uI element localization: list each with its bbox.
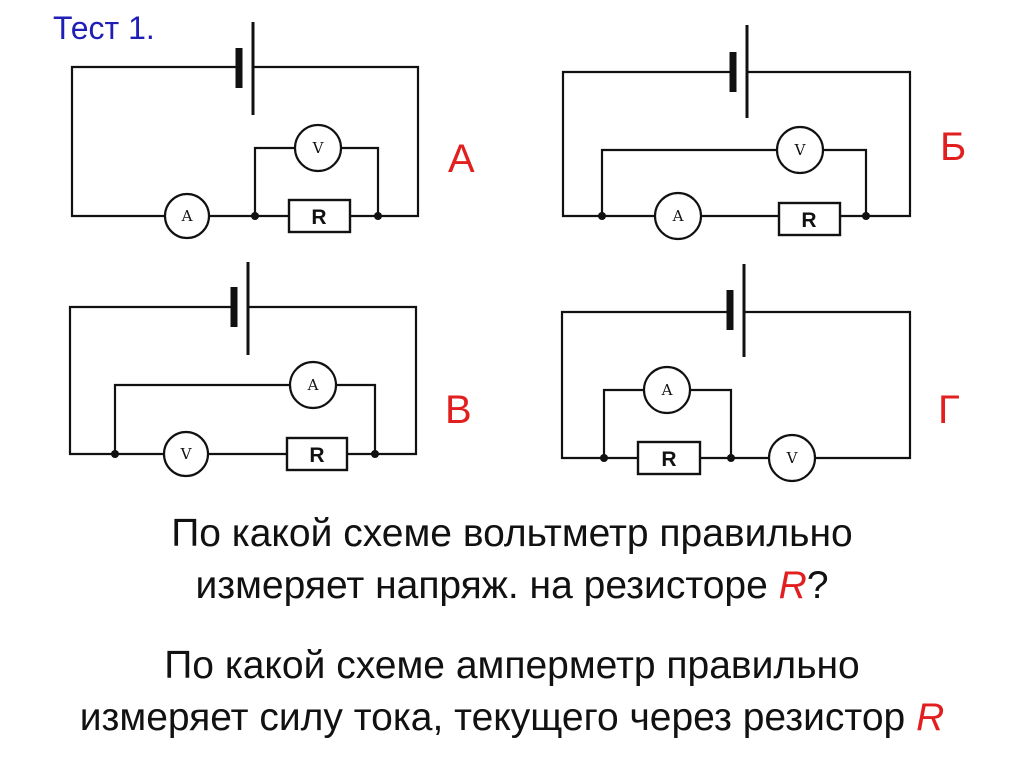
circuit-b-voltmeter [775, 125, 825, 175]
circuit-a-ammeter [163, 192, 211, 240]
circuit-b-voltmeter-branch [600, 148, 777, 216]
circuit-b-junction [862, 212, 870, 220]
circuit-a-resistor-label: R [311, 206, 326, 229]
circuit-d: A V R Г [560, 264, 960, 483]
question-mark: ? [806, 564, 829, 607]
circuit-d-ammeter-branch [602, 388, 644, 458]
circuit-c-main-loop [68, 305, 232, 456]
circuit-d-ammeter-branch-right [690, 388, 733, 458]
resistor-symbol-r: R [778, 564, 807, 607]
circuit-b-main-loop [561, 70, 731, 218]
circuit-c-resistor-label: R [309, 444, 324, 467]
circuit-a-main-loop-right [253, 65, 420, 218]
circuit-a-junction [251, 212, 259, 220]
circuit-b-ammeter [653, 191, 703, 241]
circuit-c-resistor [285, 436, 349, 472]
question-voltmeter-line-2: измеряет напряж. на резисторе R? [0, 560, 1024, 612]
circuit-a-junction [374, 212, 382, 220]
circuit-c-ammeter-label: A [307, 376, 319, 394]
circuit-d-resistor-label: R [661, 448, 676, 471]
circuit-a-voltmeter-branch-right [341, 146, 380, 216]
question-voltmeter-text: измеряет напряж. на резисторе [195, 564, 779, 607]
circuit-b-voltmeter-label: V [794, 141, 807, 159]
circuit-b-main-loop-right [747, 70, 912, 218]
circuit-a-voltmeter-branch [253, 146, 295, 216]
circuit-a-ammeter-label: A [181, 207, 193, 225]
circuit-c-variant-letter: В [445, 388, 472, 432]
circuit-b-variant-letter: Б [940, 125, 966, 169]
circuit-a: A V R А [70, 22, 475, 240]
question-ammeter-line-2: измеряет силу тока, текущего через резис… [0, 692, 1024, 744]
circuit-a-voltmeter-label: V [312, 139, 325, 157]
circuit-b: A V R Б [561, 25, 966, 241]
circuit-b-voltmeter-branch-right [823, 148, 868, 216]
circuit-c-voltmeter [162, 430, 210, 478]
circuit-d-junction [600, 454, 608, 462]
circuit-d-resistor [636, 440, 702, 476]
circuit-b-ammeter-label: A [672, 207, 684, 225]
question-voltmeter-line-1: По какой схеме вольтметр правильно [171, 512, 853, 555]
question-ammeter-line-1: По какой схеме амперметр правильно [164, 644, 860, 687]
circuit-c-junction [371, 450, 379, 458]
circuit-d-ammeter-label: A [661, 381, 673, 399]
circuit-d-ammeter [642, 365, 692, 415]
circuit-d-main-loop-right [744, 310, 912, 460]
question-ammeter-text: измеряет силу тока, текущего через резис… [79, 696, 917, 739]
circuit-d-voltmeter [767, 433, 817, 483]
circuit-a-resistor [287, 198, 352, 234]
question-voltmeter: По какой схеме вольтметр правильно измер… [0, 508, 1024, 612]
circuit-a-variant-letter: А [448, 137, 475, 181]
resistor-symbol-r: R [916, 696, 945, 739]
circuit-a-voltmeter [293, 123, 343, 173]
circuit-b-resistor-label: R [801, 209, 816, 232]
circuit-c-ammeter-branch [113, 383, 290, 454]
circuit-a-main-loop [70, 65, 237, 218]
circuit-c-main-loop-right [248, 305, 418, 456]
circuit-b-junction [598, 212, 606, 220]
circuit-c: V A R В [68, 262, 472, 478]
circuit-d-variant-letter: Г [938, 388, 960, 432]
circuit-d-voltmeter-label: V [786, 449, 799, 467]
circuit-c-junction [111, 450, 119, 458]
circuit-d-junction [727, 454, 735, 462]
question-ammeter: По какой схеме амперметр правильно измер… [0, 640, 1024, 744]
circuit-c-voltmeter-label: V [180, 445, 193, 463]
circuit-c-ammeter [288, 360, 338, 410]
circuit-b-resistor [777, 201, 842, 237]
circuit-c-ammeter-branch-right [336, 383, 377, 454]
test-title: Тест 1. [53, 10, 155, 46]
